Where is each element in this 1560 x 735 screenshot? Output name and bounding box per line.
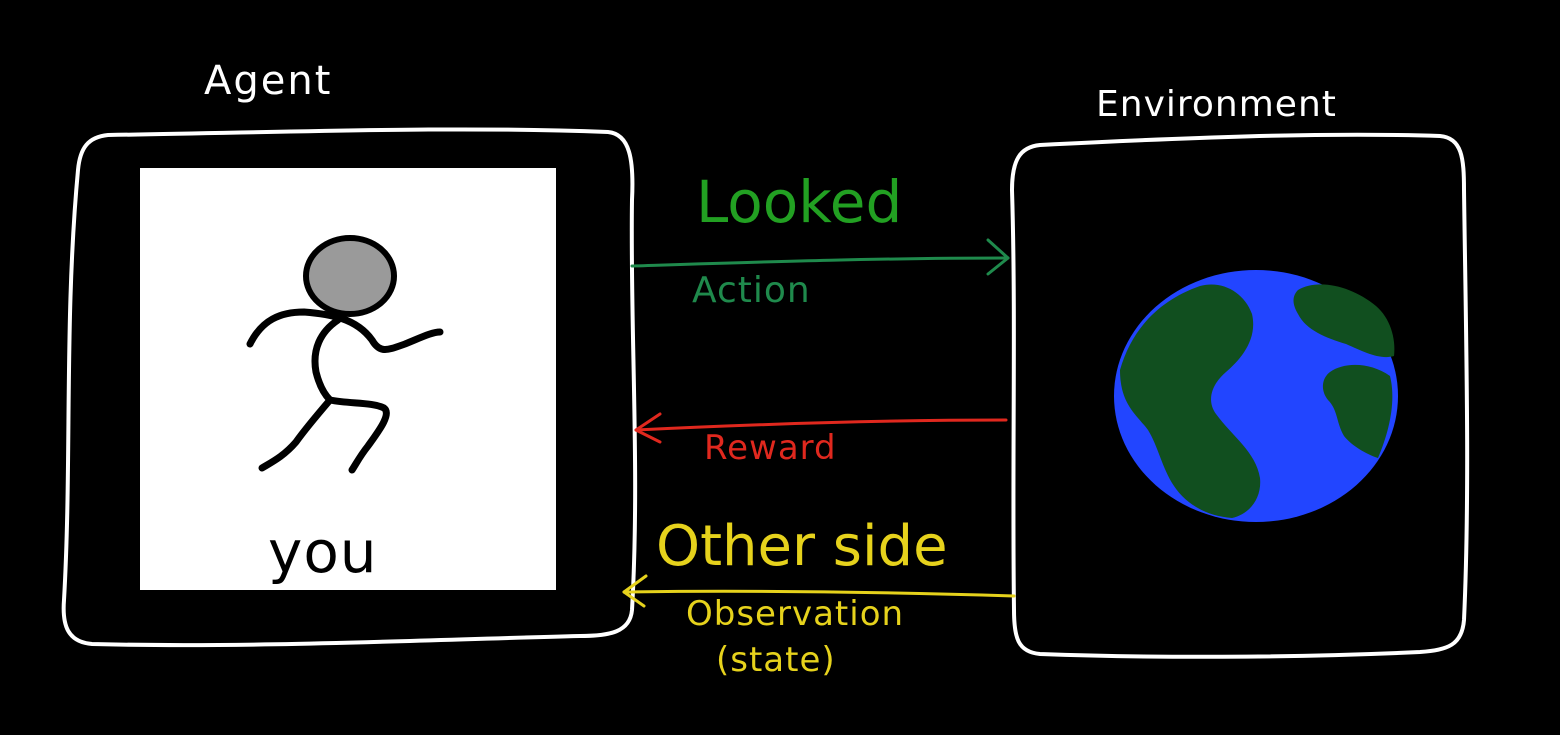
action-label: Action — [692, 270, 811, 311]
agent-box — [61, 127, 638, 648]
action-arrow — [630, 238, 1010, 276]
observation-title: Other side — [656, 514, 948, 579]
observation-arrow — [622, 574, 1016, 608]
environment-box — [1010, 132, 1470, 659]
reward-arrow — [634, 412, 1008, 444]
agent-name-label: you — [268, 518, 378, 586]
earth-globe-icon — [1114, 270, 1398, 522]
observation-sublabel: (state) — [716, 640, 836, 680]
agent-title: Agent — [204, 58, 333, 104]
observation-label: Observation — [686, 594, 905, 634]
running-stick-figure-icon — [246, 235, 444, 474]
action-title: Looked — [696, 168, 903, 236]
reward-label: Reward — [704, 428, 837, 468]
environment-title: Environment — [1096, 84, 1337, 125]
